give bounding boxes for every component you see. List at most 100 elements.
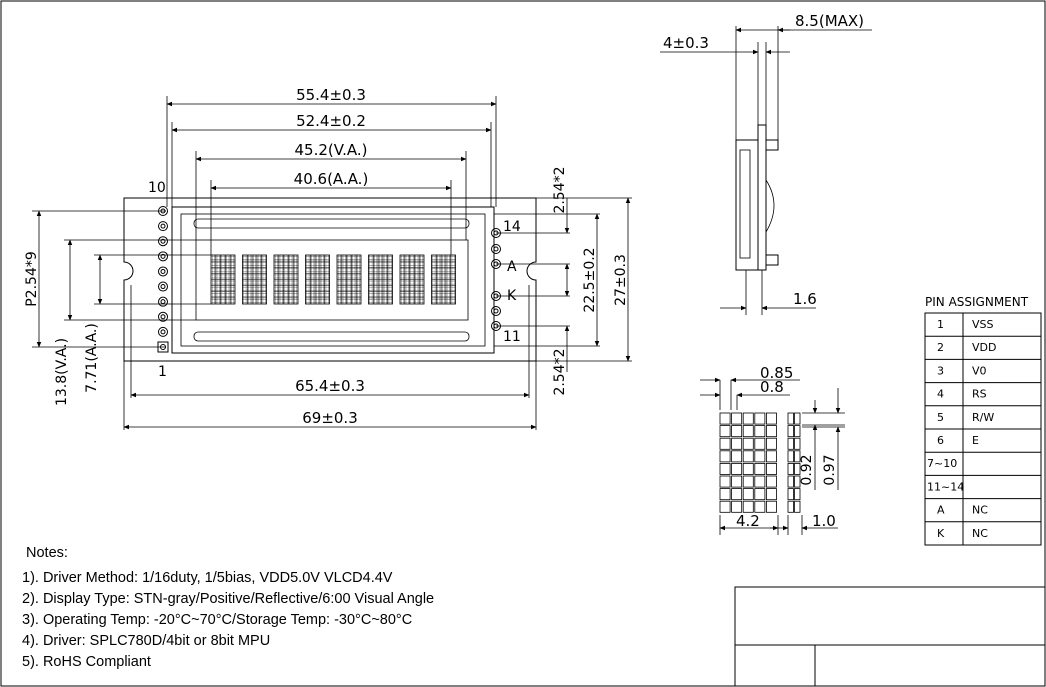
dot-cell (754, 475, 766, 488)
pin-number-cell: K (937, 527, 945, 540)
lcd-character-cell (273, 254, 299, 305)
dot-cell (766, 488, 777, 501)
dot-cell (719, 450, 731, 463)
pin-pad (158, 311, 168, 322)
dot-cell (754, 425, 766, 438)
pin-pad (491, 306, 501, 316)
pin-hole (160, 268, 166, 274)
dim-0-85: 0.85 (760, 364, 793, 382)
pin-signal-cell: VDD (972, 341, 996, 354)
pin-label-a: A (507, 259, 517, 275)
lcd-character-cell (242, 254, 267, 305)
lcd-character-cell (336, 254, 362, 305)
pin-number-cell: 3 (937, 364, 944, 377)
note-item-3: 3). Operating Temp: -20°C~70°C/Storage T… (22, 612, 412, 628)
pin-label-10: 10 (148, 180, 166, 196)
pin-signal-cell: RS (972, 388, 987, 401)
pin-number-cell: 6 (937, 434, 944, 447)
char-detail-column (787, 412, 801, 513)
dot-cell (731, 450, 743, 463)
left-pin-column (157, 206, 169, 353)
dot-cell (794, 500, 801, 513)
dot-cell (787, 488, 794, 501)
side-view (660, 26, 872, 315)
dot-cell (794, 412, 801, 425)
pin-signal-cell: VSS (972, 318, 994, 331)
dot-cell (719, 412, 731, 425)
pin-signal-cell: V0 (972, 364, 987, 377)
dot-cell (766, 437, 777, 450)
pin-pad (158, 221, 168, 232)
dot-cell (794, 462, 801, 475)
note-item-1: 1). Driver Method: 1/16duty, 1/5bias, VD… (22, 570, 393, 586)
pin-signal-cell: E (972, 434, 979, 447)
dot-cell (742, 437, 754, 450)
dim-45-2: 45.2(V.A.) (295, 141, 368, 159)
dot-cell (794, 450, 801, 463)
notes-heading: Notes: (26, 545, 68, 561)
dot-cell (754, 488, 766, 501)
dot-cell (731, 462, 743, 475)
note-item-2: 2). Display Type: STN-gray/Positive/Refl… (22, 591, 434, 607)
dot-cell (719, 500, 731, 513)
pin-pad (491, 244, 501, 254)
dot-cell (787, 450, 794, 463)
pin-label-14: 14 (503, 219, 521, 235)
dim-254-top: 2.54*2 (552, 166, 568, 213)
dot-cell (754, 462, 766, 475)
dot-cell (766, 500, 777, 513)
dim-254-bottom: 2.54*2 (552, 348, 568, 395)
pin-number-cell: A (937, 504, 945, 517)
dim-4-2: 4.2 (736, 512, 760, 530)
pin-number-cell: 11~14 (927, 480, 964, 493)
right-pin-column (491, 228, 501, 331)
pin-hole (493, 246, 499, 252)
lcd-top-strip (193, 218, 470, 229)
dot-cell (731, 425, 743, 438)
pin-assignment-title: PIN ASSIGNMENT (925, 295, 1029, 309)
pin-hole (160, 329, 166, 335)
dim-52-4: 52.4±0.2 (296, 112, 366, 130)
lcd-character-cell (210, 254, 236, 305)
dot-cell (719, 475, 731, 488)
note-item-5: 5). RoHS Compliant (22, 654, 151, 670)
pin-number-cell: 7~10 (927, 457, 957, 470)
dot-cell (742, 450, 754, 463)
pin-hole (493, 308, 499, 314)
note-item-4: 4). Driver: SPLC780D/4bit or 8bit MPU (22, 633, 270, 649)
pin-signal-cell: NC (972, 527, 988, 540)
pin-pad (158, 251, 168, 262)
dot-cell (794, 437, 801, 450)
pin-label-1: 1 (158, 364, 167, 380)
dot-cell (787, 412, 794, 425)
dim-13-8: 13.8(V.A.) (54, 338, 70, 406)
pin-hole (160, 253, 166, 259)
dot-cell (731, 412, 743, 425)
dot-cell (719, 425, 731, 438)
dim-22-5: 22.5±0.2 (582, 247, 598, 312)
lcd-glass-outline (171, 206, 495, 354)
dot-cell (787, 437, 794, 450)
pin-number-cell: 4 (937, 388, 944, 401)
dot-cell (719, 462, 731, 475)
pin-pad (158, 281, 168, 292)
dot-cell (794, 425, 801, 438)
dot-cell (766, 412, 777, 425)
pin-hole (160, 238, 166, 244)
title-block (734, 586, 1046, 687)
dot-cell (766, 462, 777, 475)
dot-cell (742, 500, 754, 513)
dot-cell (742, 412, 754, 425)
dim-1-0: 1.0 (812, 512, 836, 530)
dot-cell (754, 450, 766, 463)
character-detail (700, 377, 845, 535)
dot-cell (787, 425, 794, 438)
pin-label-k: K (507, 288, 517, 304)
dot-cell (794, 488, 801, 501)
dot-cell (787, 475, 794, 488)
dot-cell (787, 462, 794, 475)
dot-cell (742, 462, 754, 475)
dot-cell (731, 475, 743, 488)
